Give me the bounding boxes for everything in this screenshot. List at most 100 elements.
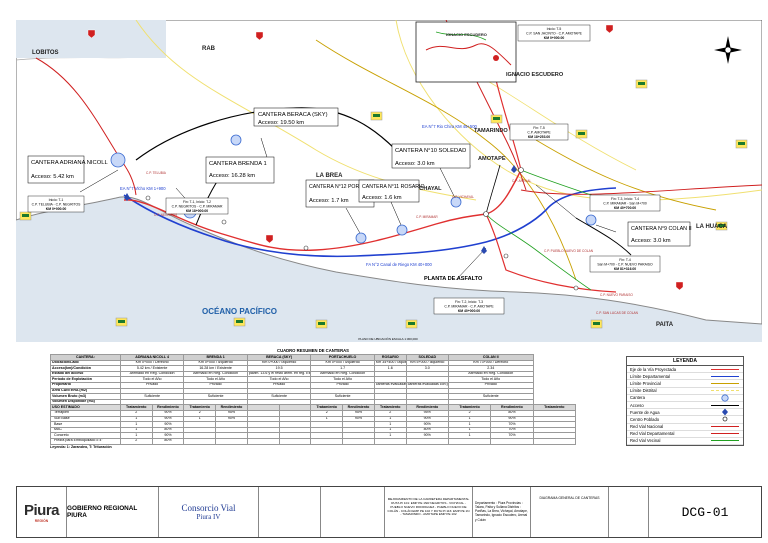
quarry-name: CANTERA N°9 COLAN II [631, 226, 692, 232]
inset-place-label: IGNACIO ESCUDERO [446, 32, 487, 37]
row-label: Volumen Disponible (m3) [50, 398, 121, 406]
projected-road-axis-2 [485, 213, 617, 293]
legend-label: Red Vial Departamental [630, 431, 675, 437]
row-label: USO ESTIMADO [50, 404, 121, 411]
legend-symbol-icon [710, 408, 740, 416]
row-label: MAC [50, 426, 121, 434]
table-cell [532, 409, 577, 417]
table-cell [532, 432, 577, 439]
route-shield [255, 31, 264, 41]
table-cell: Afirmado en Reg. Condición [447, 370, 534, 378]
title-block-cell [259, 487, 321, 537]
place-tamarindo: TAMARINDO [474, 128, 508, 134]
table-cell: Suficiente [447, 393, 534, 400]
access-colan [575, 217, 632, 256]
table-cell [405, 376, 449, 383]
table-cell [405, 437, 449, 445]
svg-text:KM 40+000.00: KM 40+000.00 [458, 309, 480, 313]
table-cell [405, 393, 449, 400]
callout-brenda: CANTERA BRENDA 1 Acceso: 16.28 km [205, 156, 275, 184]
quarry-portachuelo [355, 232, 367, 244]
populated-center [503, 253, 509, 259]
callout-rosario: CANTERA N°11 ROSARIO Acceso: 1.6 km [358, 179, 425, 203]
quarry-colan [585, 214, 597, 226]
quarry-access: Acceso: 5.42 km [31, 174, 74, 180]
legend-item: Red Vial Departamental [627, 431, 743, 438]
row-label: Ubicación/Lado [50, 359, 121, 367]
svg-text:C.P. PUEBLO NUEVO DE COLAN: C.P. PUEBLO NUEVO DE COLAN [544, 249, 594, 253]
place-ocean: OCÉANO PACÍFICO [202, 307, 277, 316]
row-label: Área CANTERA (m2) [50, 387, 121, 395]
svg-text:C.P. NUEVO PARAISO: C.P. NUEVO PARAISO [600, 293, 633, 297]
table-cell [342, 432, 375, 439]
quarry-name: CANTERA BERACA (SKY) [258, 112, 328, 118]
table-cell [405, 387, 449, 395]
water-source-icon [511, 165, 517, 173]
svg-text:KM 81+316.00: KM 81+316.00 [614, 267, 636, 271]
legend-symbol-icon [710, 388, 740, 394]
table-cell [447, 387, 534, 395]
table-cell: Privado [310, 382, 375, 389]
svg-text:C.P. MIRAMAR - San M+700: C.P. MIRAMAR - San M+700 [603, 202, 647, 206]
svg-text:C.P. SAN LUCAS DE COLAN: C.P. SAN LUCAS DE COLAN [596, 311, 639, 315]
table-cell [405, 398, 449, 406]
quarry-name: CANTERA N°10 SOLEDAD [395, 148, 466, 154]
svg-text:C.P. VICHAYAL: C.P. VICHAYAL [452, 195, 474, 199]
table-cell [532, 426, 577, 434]
table-cell [532, 421, 577, 428]
svg-text:C.P. MIRAMAR: C.P. MIRAMAR [416, 215, 438, 219]
access-soledad [485, 164, 501, 215]
row-label: Piedra para Emboquillado ó 4" [50, 437, 121, 445]
legend-item: Límite Departamental [627, 373, 743, 381]
north-arrow-icon [714, 36, 742, 64]
row-label: Concreto [50, 432, 121, 439]
quarry-access: Acceso: 1.6 km [362, 195, 402, 201]
departmental-road [520, 184, 762, 195]
water-source-icon [124, 193, 130, 201]
legend-label: Fuente de Agua [630, 409, 660, 415]
legend-item: Cantera [627, 394, 743, 402]
place-ignacio: IGNACIO ESCUDERO [506, 72, 564, 78]
piura-logo-text: Piura [23, 501, 60, 519]
populated-center [518, 167, 524, 173]
table-cell: 2.34 [447, 365, 534, 372]
legend-item: Límite Provincial [627, 380, 743, 388]
legend-label: Acceso [630, 402, 644, 408]
svg-text:C.P. AMOTAPE: C.P. AMOTAPE [527, 131, 551, 135]
legend-item: Red Vial Nacional [627, 424, 743, 431]
quarry-name: CANTERA BRENDA 1 [209, 161, 267, 167]
svg-text:C.P. TELUBIA - C.P. NEGRITOS: C.P. TELUBIA - C.P. NEGRITOS [32, 203, 81, 207]
project-text: MEJORAMIENTO DE LA CARRETERA DEPARTAMENT… [387, 497, 470, 517]
populated-center [483, 211, 489, 217]
svg-text:Fin: T-1, Inicio: T-2: Fin: T-1, Inicio: T-2 [183, 200, 211, 204]
svg-text:Fin: T-5: Fin: T-5 [533, 126, 545, 130]
table-cell: Privado [447, 382, 534, 389]
callout-soledad: CANTERA N°10 SOLEDAD Acceso: 3.0 km [391, 143, 471, 169]
svg-text:KM 40+700.00: KM 40+700.00 [614, 206, 636, 210]
quarry-access: Acceso: 19.50 km [258, 120, 304, 126]
quarry-access: Acceso: 1.7 km [309, 198, 349, 204]
section-callouts: Inicio: T-1 C.P. TELUBIA - C.P. NEGRITOS… [27, 24, 661, 315]
place-rab: RAB [202, 46, 216, 52]
sheet-number: DCG-01 [681, 504, 729, 520]
map-scale-note: PLANO DE UBICACIÓN ESCALA 1:300,000 [358, 336, 418, 341]
table-cell: 80% [151, 437, 185, 445]
vecinal-road [485, 213, 592, 291]
location-map[interactable]: LOBITOS RAB IGNACIO ESCUDERO TAMARINDO A… [16, 20, 762, 342]
row-label: Propietario [50, 382, 121, 389]
summary-column-header: CANTERA: [50, 354, 121, 361]
legend-item: Acceso [627, 402, 743, 410]
summary-column-header: PORTACHUELO [310, 354, 375, 361]
legend-symbol-icon [710, 424, 740, 430]
section-callout-0: Inicio: T-1 C.P. TELUBIA - C.P. NEGRITOS… [27, 195, 85, 213]
table-cell [310, 437, 344, 445]
place-labrea: LA BREA [316, 173, 343, 179]
